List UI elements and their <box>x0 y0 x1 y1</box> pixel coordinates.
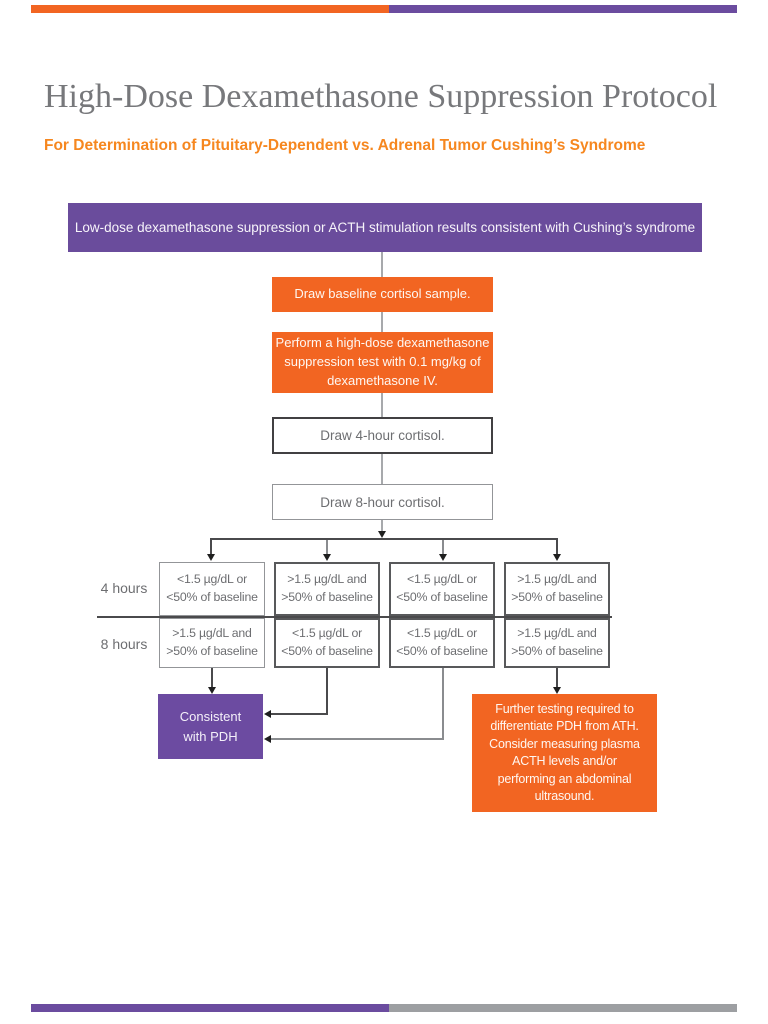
branch-arrow-col3-icon <box>439 554 447 561</box>
outcome-further-line3: Consider measuring plasma <box>489 736 640 751</box>
row-label-4-hours: 4 hours <box>100 580 148 596</box>
branch-drop-col3 <box>442 540 444 554</box>
bottom-strip-gray <box>389 1004 737 1012</box>
cell-4h-col4-line2: >50% of baseline <box>511 590 603 604</box>
top-strip-purple <box>389 5 737 13</box>
cell-8h-col2-line1: <1.5 µg/dL or <box>291 626 362 641</box>
cell-4h-col1-line2: <50% of baseline <box>166 590 258 604</box>
branch-horizontal-line <box>211 538 558 540</box>
step-draw-8h-label: Draw 8-hour cortisol. <box>320 494 445 510</box>
outcome-pdh-line1: Consistent <box>179 709 242 724</box>
banner-text: Low-dose dexamethasone suppression or AC… <box>74 220 696 235</box>
cell-4h-col1-line1: <1.5 µg/dL or <box>176 572 247 587</box>
branch-arrow-col4-icon <box>553 554 561 561</box>
outcome-pdh-box: Consistent with PDH <box>158 694 263 759</box>
step-draw-8h-box: Draw 8-hour cortisol. <box>272 484 493 520</box>
connector-col2-hline <box>271 713 328 715</box>
branch-junction-arrow-icon <box>378 531 386 538</box>
branch-arrow-col2-icon <box>323 554 331 561</box>
outcome-further-line1: Further testing required to <box>495 701 634 716</box>
cell-4h-col2-line1: >1.5 µg/dL and <box>287 572 367 587</box>
cell-4h-col4: >1.5 µg/dL and >50% of baseline <box>504 562 610 616</box>
cell-8h-col4: >1.5 µg/dL and >50% of baseline <box>504 618 610 668</box>
cell-8h-col3-line2: <50% of baseline <box>396 644 488 658</box>
table-row-divider-line <box>97 616 612 618</box>
step-draw-4h-box: Draw 4-hour cortisol. <box>272 417 493 454</box>
outcome-further-line6: ultrasound. <box>534 789 595 803</box>
cell-4h-col3-line1: <1.5 µg/dL or <box>406 572 477 587</box>
step-highdose-line-3: dexamethasone IV. <box>327 372 438 388</box>
connector-col3-hline <box>271 738 444 740</box>
cell-8h-col1-line1: >1.5 µg/dL and <box>172 626 252 641</box>
spine-line-5 <box>381 520 383 532</box>
cell-4h-col2: >1.5 µg/dL and >50% of baseline <box>274 562 380 616</box>
banner-cushings-criteria: Low-dose dexamethasone suppression or AC… <box>68 203 702 252</box>
step-highdose-test-box: Perform a high-dose dexamethasone suppre… <box>272 332 493 393</box>
outcome-further-testing-box: Further testing required to differentiat… <box>472 694 657 812</box>
branch-arrow-col1-icon <box>207 554 215 561</box>
outcome-further-line2: differentiate PDH from ATH. <box>490 719 639 733</box>
top-strip-orange <box>31 5 389 13</box>
outcome-further-line5: performing an abdominal <box>497 771 632 786</box>
cell-4h-col4-line1: >1.5 µg/dL and <box>517 572 597 587</box>
spine-line-4 <box>381 454 383 484</box>
branch-drop-col4 <box>556 538 558 554</box>
row-label-8-hours: 8 hours <box>100 636 148 652</box>
spine-line-3 <box>381 393 383 417</box>
cell-8h-col4-line1: >1.5 µg/dL and <box>517 626 597 641</box>
spine-line-1 <box>381 252 383 277</box>
step-draw-baseline-label: Draw baseline cortisol sample. <box>294 286 471 302</box>
cell-8h-col3-line1: <1.5 µg/dL or <box>406 626 477 641</box>
step-highdose-line-1: Perform a high-dose dexamethasone <box>275 335 490 351</box>
cell-4h-col1: <1.5 µg/dL or <50% of baseline <box>159 562 265 616</box>
cell-8h-col2: <1.5 µg/dL or <50% of baseline <box>274 618 380 668</box>
cell-8h-col2-line2: <50% of baseline <box>281 644 373 658</box>
connector-col1-arrow-icon <box>208 687 216 694</box>
cell-8h-col3: <1.5 µg/dL or <50% of baseline <box>389 618 495 668</box>
connector-col3-arrow-icon <box>264 735 271 743</box>
step-draw-4h-label: Draw 4-hour cortisol. <box>320 428 445 443</box>
cell-4h-col2-line2: >50% of baseline <box>281 590 373 604</box>
branch-drop-col1 <box>210 538 212 554</box>
connector-col4-arrow-icon <box>553 687 561 694</box>
cell-8h-col1-line2: >50% of baseline <box>166 644 258 658</box>
connector-col3-vline <box>442 668 444 740</box>
outcome-pdh-line2: with PDH <box>183 728 238 744</box>
step-highdose-line-2: suppression test with 0.1 mg/kg of <box>284 354 481 370</box>
cell-8h-col1: >1.5 µg/dL and >50% of baseline <box>159 618 265 668</box>
page-title: High-Dose Dexamethasone Suppression Prot… <box>44 78 718 115</box>
cell-4h-col3: <1.5 µg/dL or <50% of baseline <box>389 562 495 616</box>
cell-8h-col4-line2: >50% of baseline <box>511 644 603 658</box>
cell-4h-col3-line2: <50% of baseline <box>396 590 488 604</box>
outcome-further-line4: ACTH levels and/or <box>512 754 617 768</box>
bottom-strip-purple <box>31 1004 389 1012</box>
connector-col4-line <box>556 668 558 688</box>
connector-col2-vline <box>326 668 328 715</box>
page-subtitle: For Determination of Pituitary-Dependent… <box>44 137 646 154</box>
step-draw-baseline-box: Draw baseline cortisol sample. <box>272 277 493 312</box>
branch-drop-col2 <box>326 540 328 554</box>
connector-col1-line <box>211 668 213 688</box>
connector-col2-arrow-icon <box>264 710 271 718</box>
spine-line-2 <box>381 312 383 332</box>
